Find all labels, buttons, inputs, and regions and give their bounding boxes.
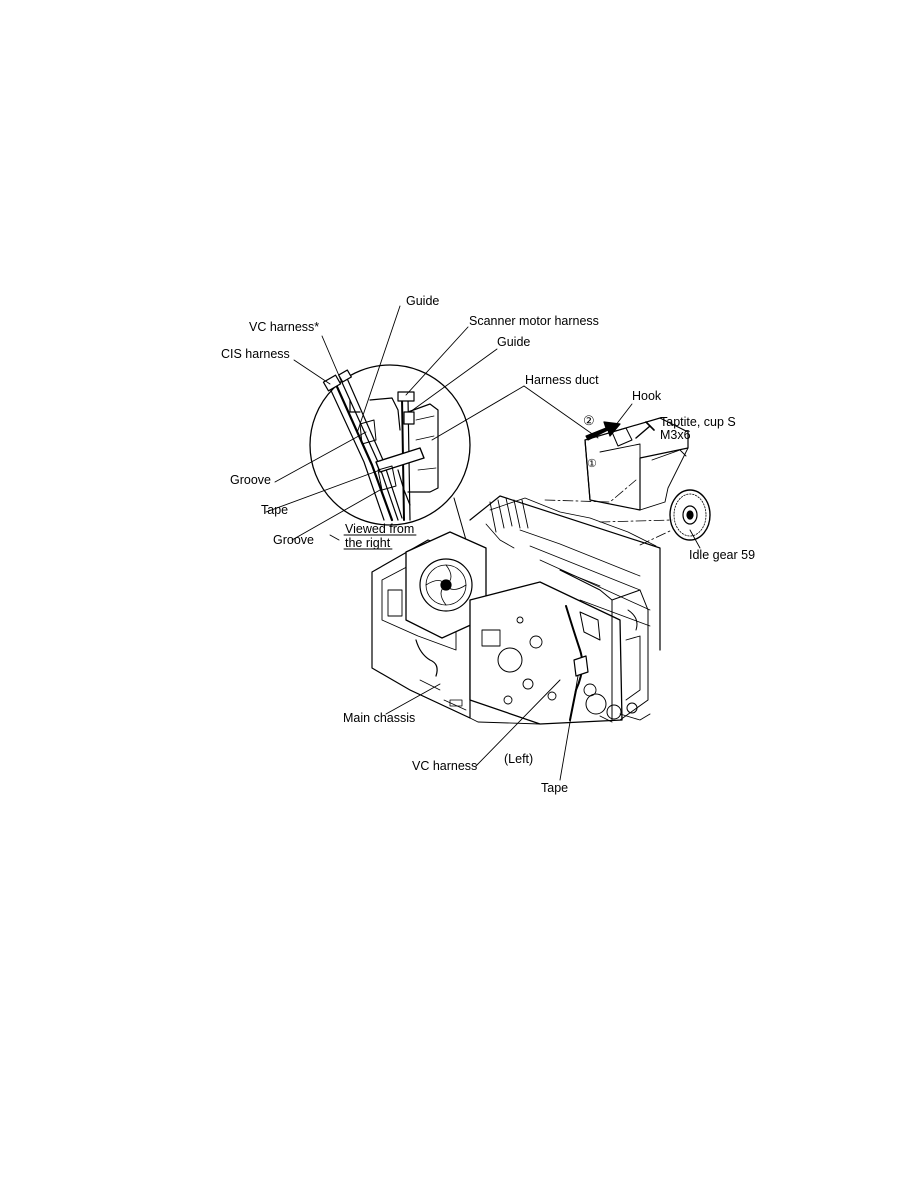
idle-gear [669,489,711,541]
groove-upper-label: Groove [230,473,271,487]
step-1-marker: ① [587,458,597,470]
step-2-marker: ② [583,413,595,428]
left-side-note: (Left) [504,752,534,766]
cis-harness-label: CIS harness [221,347,290,361]
taptite-size-label: M3x6 [660,428,691,442]
idle-gear-label: Idle gear 59 [689,548,756,562]
scanner-motor-harness-label: Scanner motor harness [469,314,599,328]
vc-harness-star-label: VC harness* [249,320,320,334]
harness-duct-label: Harness duct [525,373,599,387]
guide-top-label: Guide [406,294,440,308]
hook-label: Hook [632,389,662,403]
main-chassis-label: Main chassis [343,711,416,725]
detail-view-circle [309,364,471,526]
groove-lower-label: Groove [273,533,314,547]
guide-right-label: Guide [497,335,531,349]
tape-bottom-label: Tape [541,781,569,795]
the-right-label: the right [345,536,391,550]
tape-left-label: Tape [261,503,289,517]
main-chassis [371,495,661,725]
leader-lines [265,305,701,781]
taptite-screw-label: Taptite, cup S [660,415,736,429]
vc-harness-label: VC harness [412,759,478,773]
viewed-from-label: Viewed from [345,522,415,536]
